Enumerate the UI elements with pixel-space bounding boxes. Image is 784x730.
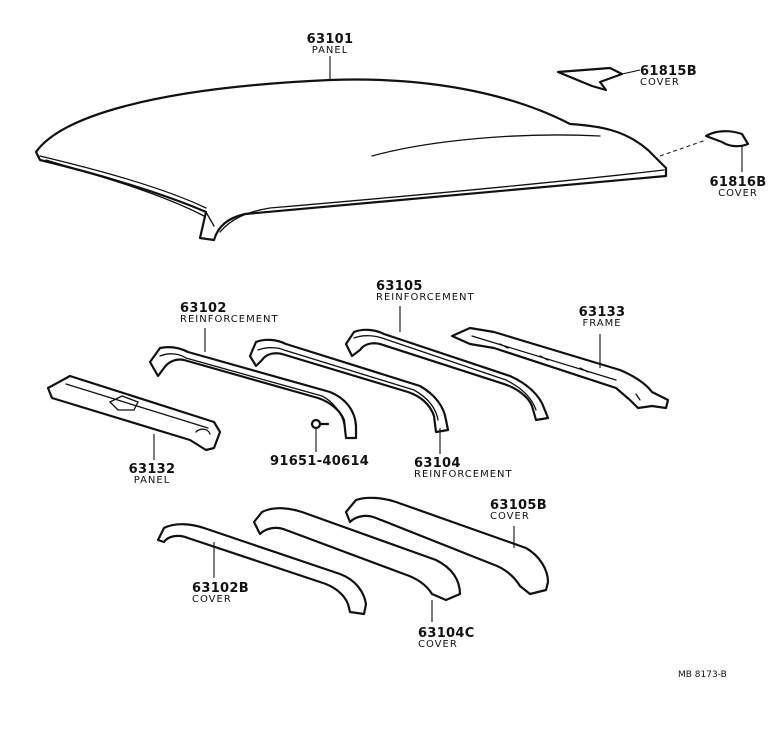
part-name-63105: REINFORCEMENT — [376, 292, 475, 303]
part-number-61815B: 61815B — [640, 64, 697, 79]
cover-63102B[interactable] — [156, 523, 368, 616]
frame-63133[interactable] — [450, 326, 670, 410]
label-91651-40614: 91651-40614 — [270, 454, 370, 469]
part-name-63104C: COVER — [418, 639, 458, 650]
part-number-63105B: 63105B — [490, 498, 547, 513]
part-name-61816B: COVER — [718, 188, 758, 199]
dashed-line-61816B — [659, 139, 707, 157]
cover-63104C[interactable] — [252, 507, 462, 602]
part-number-63105: 63105 — [376, 279, 423, 294]
reinforcement-63104[interactable] — [248, 338, 450, 434]
part-number-61816B: 61816B — [709, 175, 767, 190]
label-63105B: 63105B COVER — [490, 499, 560, 522]
part-number-63133: 63133 — [578, 305, 626, 320]
label-61816B: 61816B COVER — [708, 176, 768, 199]
part-name-63104: REINFORCEMENT — [414, 469, 513, 480]
part-name-63102: REINFORCEMENT — [180, 314, 279, 325]
part-number-63102B: 63102B — [192, 581, 249, 596]
part-number-63132: 63132 — [128, 462, 176, 477]
leader-61815B — [621, 69, 641, 75]
roof-panel-63101[interactable] — [34, 78, 668, 242]
label-63104C: 63104C COVER — [418, 627, 488, 650]
cover-61816B[interactable] — [704, 130, 750, 148]
cover-61815B[interactable] — [556, 66, 624, 92]
part-number-63104C: 63104C — [418, 626, 475, 641]
reinforcement-63105[interactable] — [344, 328, 550, 422]
part-name-63133: FRAME — [582, 318, 622, 329]
label-63102: 63102 REINFORCEMENT — [180, 302, 300, 325]
part-number-63104: 63104 — [414, 456, 461, 471]
part-name-61815B: COVER — [640, 77, 680, 88]
label-63102B: 63102B COVER — [192, 582, 262, 605]
panel-63132[interactable] — [46, 374, 222, 452]
label-63105: 63105 REINFORCEMENT — [376, 280, 496, 303]
part-name-63132: PANEL — [133, 475, 171, 486]
label-63132: 63132 PANEL — [122, 463, 182, 486]
reinforcement-63102[interactable] — [148, 346, 358, 440]
screw-91651-40614[interactable] — [310, 418, 330, 430]
part-number-63102: 63102 — [180, 301, 227, 316]
part-name-63101: PANEL — [311, 45, 349, 56]
part-number-63101: 63101 — [306, 32, 354, 47]
label-63101: 63101 PANEL — [300, 33, 360, 56]
part-name-63102B: COVER — [192, 594, 232, 605]
label-63133: 63133 FRAME — [572, 306, 632, 329]
part-name-63105B: COVER — [490, 511, 530, 522]
label-63104: 63104 REINFORCEMENT — [414, 457, 534, 480]
label-61815B: 61815B COVER — [640, 65, 700, 88]
diagram-reference-code: MB 8173-B — [678, 670, 727, 680]
cover-63105B[interactable] — [344, 496, 550, 596]
part-number-91651-40614: 91651-40614 — [270, 454, 370, 469]
